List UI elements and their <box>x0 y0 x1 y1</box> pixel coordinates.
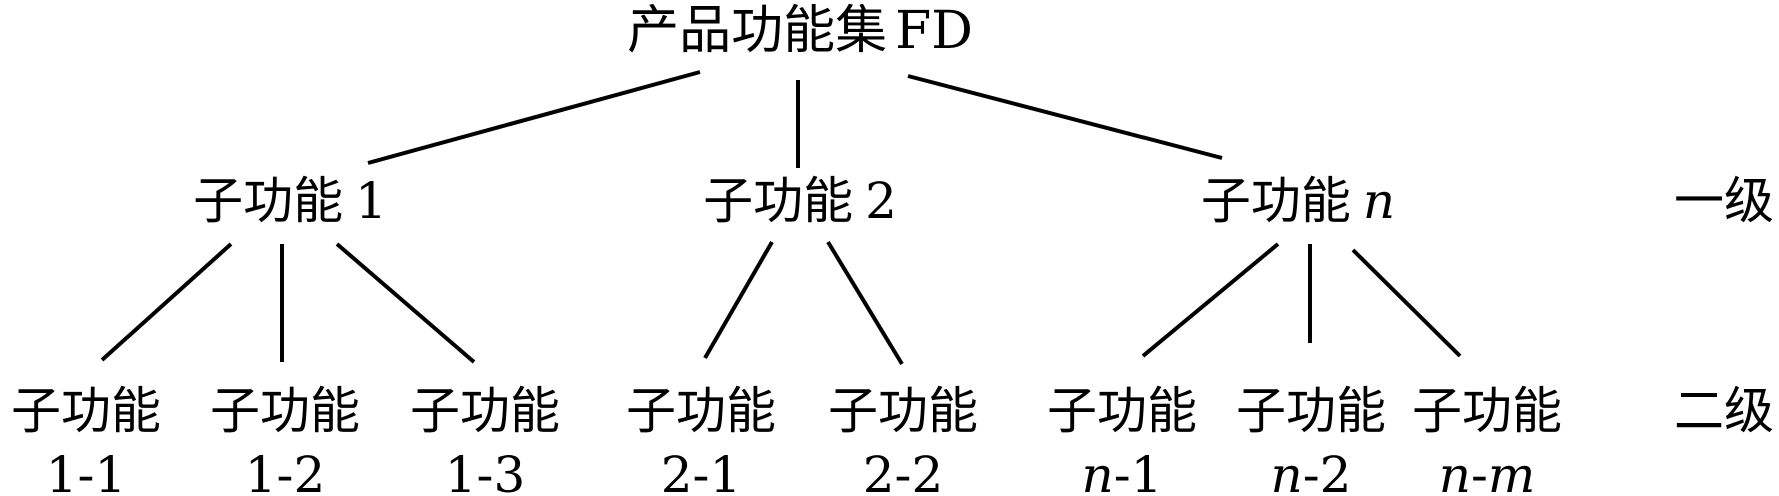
level2-node-4-code: 2-1 <box>661 446 742 496</box>
level2-node-3-code-part: 1-3 <box>445 446 526 496</box>
level2-node-7-code-part: n <box>1271 446 1303 496</box>
level2-node-3-title: 子功能 <box>410 382 560 440</box>
level2-node-8-code-part: n <box>1439 446 1471 496</box>
edge-root-to-subn <box>907 74 1223 160</box>
edge-subn-to-n-m <box>1351 248 1462 358</box>
level2-node-4-title: 子功能 <box>626 382 776 440</box>
level2-node-7-title: 子功能 <box>1236 382 1386 440</box>
level2-node-6-title: 子功能 <box>1047 382 1197 440</box>
level1-node-1-prefix: 子功能 <box>193 172 343 230</box>
level2-node-8-title: 子功能 <box>1412 382 1562 440</box>
level2-node-8-code-part: - <box>1471 446 1488 496</box>
level2-node-6-code-part: -1 <box>1114 446 1163 496</box>
level2-node-7-code: n-2 <box>1271 446 1352 496</box>
edge-subn-to-n-1 <box>1141 242 1280 358</box>
edge-sub1-to-1-3 <box>335 242 476 364</box>
level2-label: 二级 <box>1674 382 1774 440</box>
level2-node-1-code: 1-1 <box>46 446 127 496</box>
level2-node-5-code-part: 2-2 <box>863 446 944 496</box>
level2-node-1-code-part: 1-1 <box>46 446 127 496</box>
level2-node-6-code-part: n <box>1082 446 1114 496</box>
edge-sub2-to-2-1 <box>703 240 774 360</box>
level1-node-2-prefix: 子功能 <box>703 172 853 230</box>
root-label-cn: 产品功能集 <box>627 1 887 61</box>
edge-sub1-to-1-1 <box>100 242 233 362</box>
level1-node-n-prefix: 子功能 <box>1201 172 1351 230</box>
level2-node-6-code: n-1 <box>1082 446 1163 496</box>
level2-node-3-code: 1-3 <box>445 446 526 496</box>
level2-node-7-code-part: -2 <box>1303 446 1352 496</box>
edge-sub2-to-2-2 <box>826 240 904 366</box>
level1-node-1-suffix: 1 <box>355 172 387 230</box>
edge-root-to-sub1 <box>367 70 701 165</box>
level2-node-2-code-part: 1-2 <box>245 446 326 496</box>
level2-node-2-title: 子功能 <box>210 382 360 440</box>
level2-node-4-code-part: 2-1 <box>661 446 742 496</box>
level1-node-n-suffix: n <box>1363 172 1395 230</box>
level1-label: 一级 <box>1674 172 1774 230</box>
root-label-latin: FD <box>895 1 973 61</box>
level2-node-2-code: 1-2 <box>245 446 326 496</box>
level1-node-2-suffix: 2 <box>865 172 897 230</box>
level2-node-8-code: n-m <box>1439 446 1536 496</box>
level2-node-5-code: 2-2 <box>863 446 944 496</box>
level2-node-1-title: 子功能 <box>11 382 161 440</box>
level2-node-5-title: 子功能 <box>828 382 978 440</box>
level2-nodes: 子功能1-1子功能1-2子功能1-3子功能2-1子功能2-2子功能n-1子功能n… <box>11 382 1562 496</box>
level2-node-8-code-part: m <box>1488 446 1535 496</box>
